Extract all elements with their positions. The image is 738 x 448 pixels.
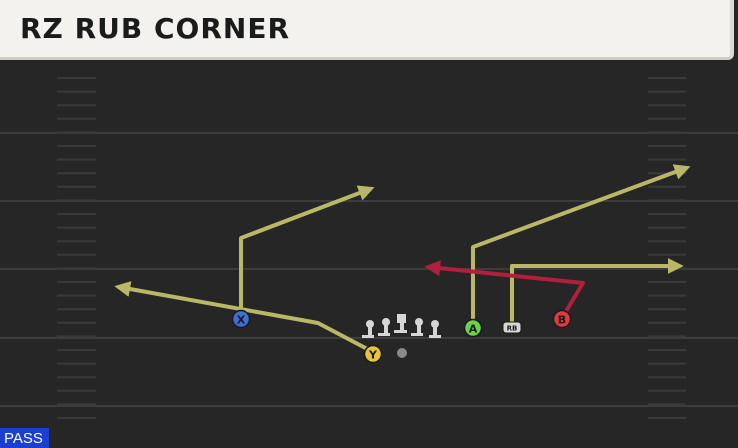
lineman-icon <box>429 320 441 338</box>
offensive-line <box>362 314 441 358</box>
receiver-rb-label: RB <box>507 325 518 333</box>
receiver-x: X <box>231 309 251 329</box>
lineman-icon <box>362 320 374 338</box>
hash-marks <box>57 77 686 419</box>
yard-lines <box>0 132 738 407</box>
route-rb-out <box>510 258 684 327</box>
receiver-y-label: Y <box>368 349 378 362</box>
route-x-corner <box>239 185 375 321</box>
receivers: X Y A RB B <box>231 309 572 364</box>
play-title: RZ RUB CORNER <box>20 12 291 45</box>
receiver-rb: RB <box>502 321 522 334</box>
title-bar: RZ RUB CORNER <box>0 0 734 60</box>
route-y-out <box>114 281 375 354</box>
receiver-a-label: A <box>469 323 478 336</box>
lineman-icon <box>378 318 390 336</box>
lineman-icon <box>411 318 423 336</box>
quarterback-icon <box>397 348 407 358</box>
play-type-badge: PASS <box>0 428 49 448</box>
route-a-corner <box>471 164 691 329</box>
receiver-x-label: X <box>237 314 246 327</box>
receiver-b: B <box>552 309 572 329</box>
receiver-b-label: B <box>558 314 566 327</box>
receiver-y: Y <box>363 344 383 364</box>
route-b-cross <box>424 260 585 320</box>
center-icon <box>394 314 407 333</box>
routes <box>114 164 691 354</box>
receiver-a: A <box>463 318 483 338</box>
